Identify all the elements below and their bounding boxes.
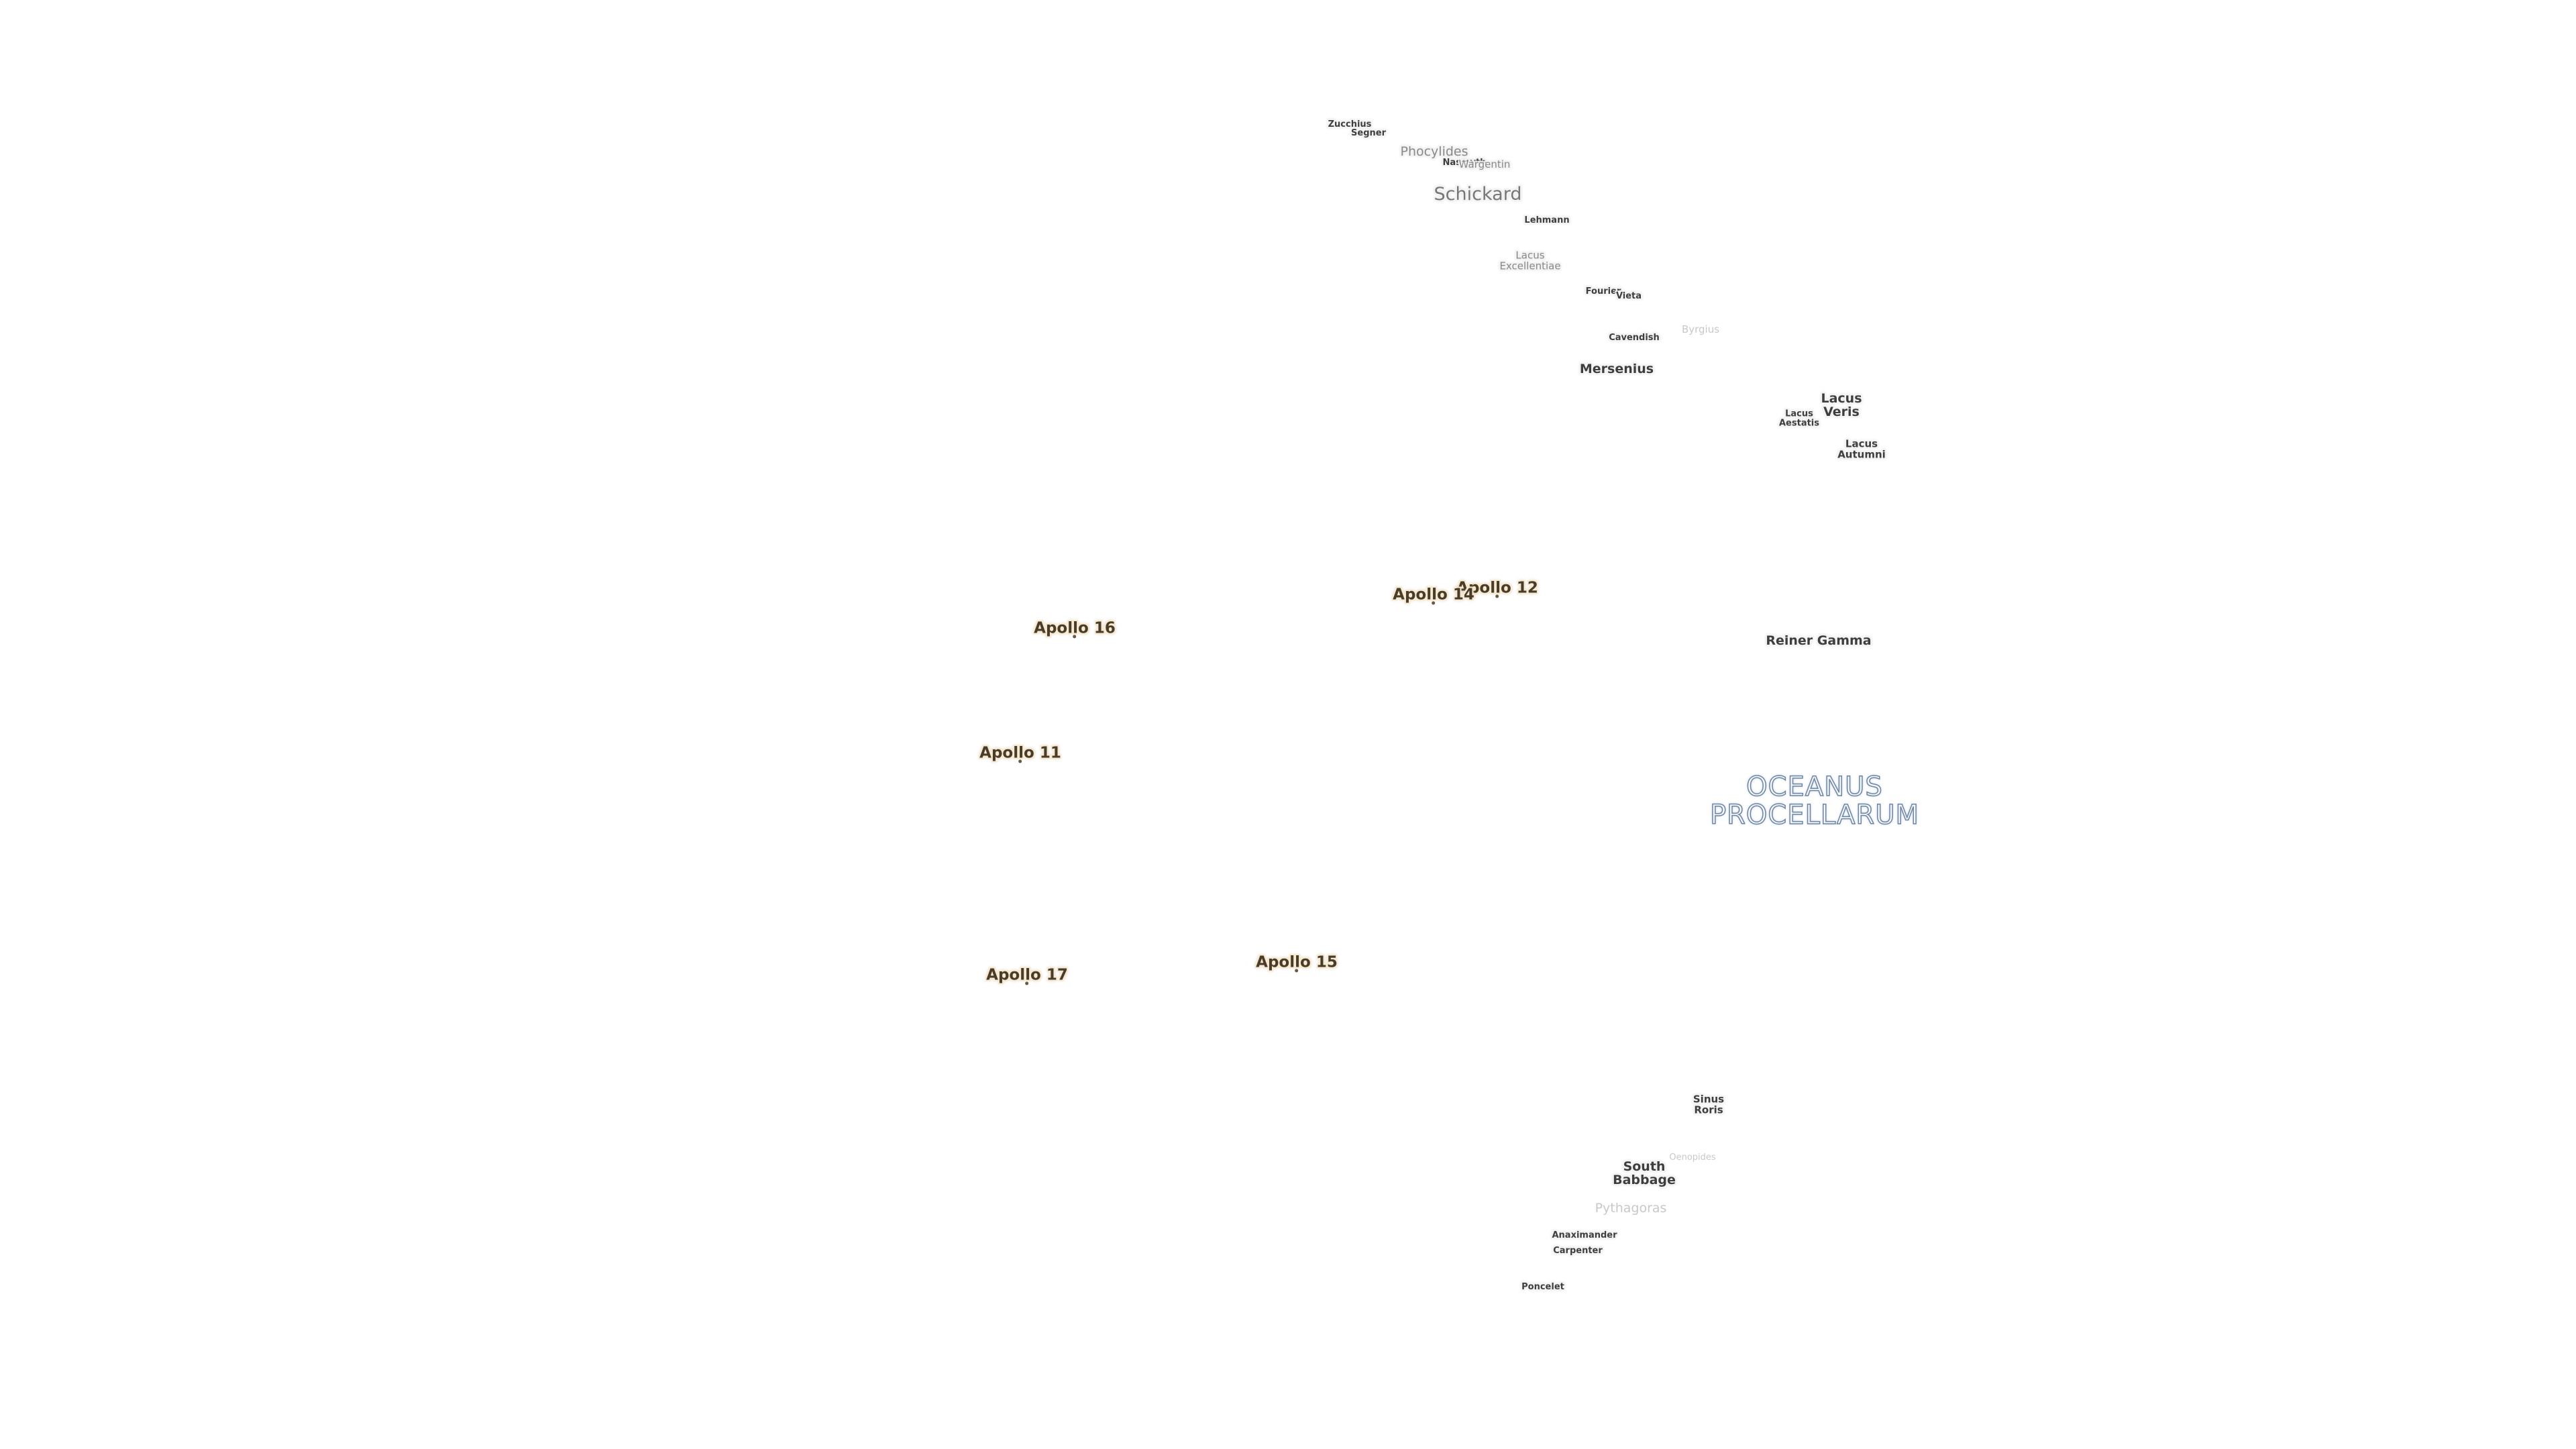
label-south-babbage: South Babbage bbox=[1613, 1159, 1676, 1187]
label-sinus-roris: Sinus Roris bbox=[1693, 1093, 1725, 1116]
apollo-16-label: Apollo 16 bbox=[1034, 619, 1116, 637]
apollo-14-label: Apollo 14 bbox=[1393, 586, 1474, 604]
label-segner: Segner bbox=[1351, 128, 1386, 139]
label-lacus-autumni: Lacus Autumni bbox=[1837, 437, 1886, 460]
landing-site-apollo-17[interactable]: Apollo 17 bbox=[986, 967, 1068, 985]
landing-site-apollo-14[interactable]: Apollo 14 bbox=[1393, 586, 1474, 605]
label-mersenius: Mersenius bbox=[1579, 362, 1654, 377]
apollo-15-label: Apollo 15 bbox=[1256, 953, 1338, 971]
label-nasmyth: Nasmyth bbox=[1442, 158, 1487, 168]
landing-marker-icon bbox=[1073, 635, 1077, 639]
landing-site-apollo-12[interactable]: Apollo 12 bbox=[1456, 580, 1538, 598]
label-wargentin: Wargentin bbox=[1458, 158, 1511, 171]
label-anaximander: Anaximander bbox=[1552, 1230, 1617, 1241]
landing-site-apollo-11[interactable]: Apollo 11 bbox=[979, 745, 1061, 763]
landing-marker-icon bbox=[1432, 601, 1436, 605]
label-schickard: Schickard bbox=[1434, 183, 1522, 205]
label-carpenter: Carpenter bbox=[1553, 1246, 1603, 1256]
landing-marker-icon bbox=[1495, 594, 1499, 598]
landing-marker-icon bbox=[1025, 981, 1029, 985]
label-phocylides: Phocylides bbox=[1400, 144, 1468, 160]
apollo-11-label: Apollo 11 bbox=[979, 744, 1061, 762]
label-cavendish: Cavendish bbox=[1609, 333, 1660, 343]
label-zucchius: Zucchius bbox=[1328, 119, 1372, 130]
label-oenopides: Oenopides bbox=[1669, 1152, 1716, 1163]
label-byrgius: Byrgius bbox=[1681, 323, 1720, 336]
landing-site-apollo-15[interactable]: Apollo 15 bbox=[1256, 953, 1338, 973]
label-fourier: Fourier bbox=[1585, 286, 1621, 297]
label-poncelet: Poncelet bbox=[1521, 1282, 1564, 1293]
label-oceanus-procellarum: OCEANUS PROCELLARUM bbox=[1709, 771, 1920, 830]
label-pythagoras: Pythagoras bbox=[1595, 1201, 1667, 1216]
label-lacus-excellentiae: Lacus Excellentiae bbox=[1499, 249, 1561, 272]
label-lehmann: Lehmann bbox=[1524, 215, 1570, 226]
label-lacus-veris: Lacus Veris bbox=[1821, 391, 1862, 419]
label-reiner-gamma: Reiner Gamma bbox=[1766, 633, 1872, 649]
label-lacus-aestatis: Lacus Aestatis bbox=[1778, 409, 1820, 428]
landing-site-apollo-16[interactable]: Apollo 16 bbox=[1034, 619, 1116, 639]
landing-marker-icon bbox=[1018, 759, 1022, 763]
label-vieta: Vieta bbox=[1615, 291, 1642, 302]
apollo-12-label: Apollo 12 bbox=[1456, 579, 1538, 597]
apollo-17-label: Apollo 17 bbox=[986, 966, 1068, 984]
landing-marker-icon bbox=[1295, 969, 1299, 973]
